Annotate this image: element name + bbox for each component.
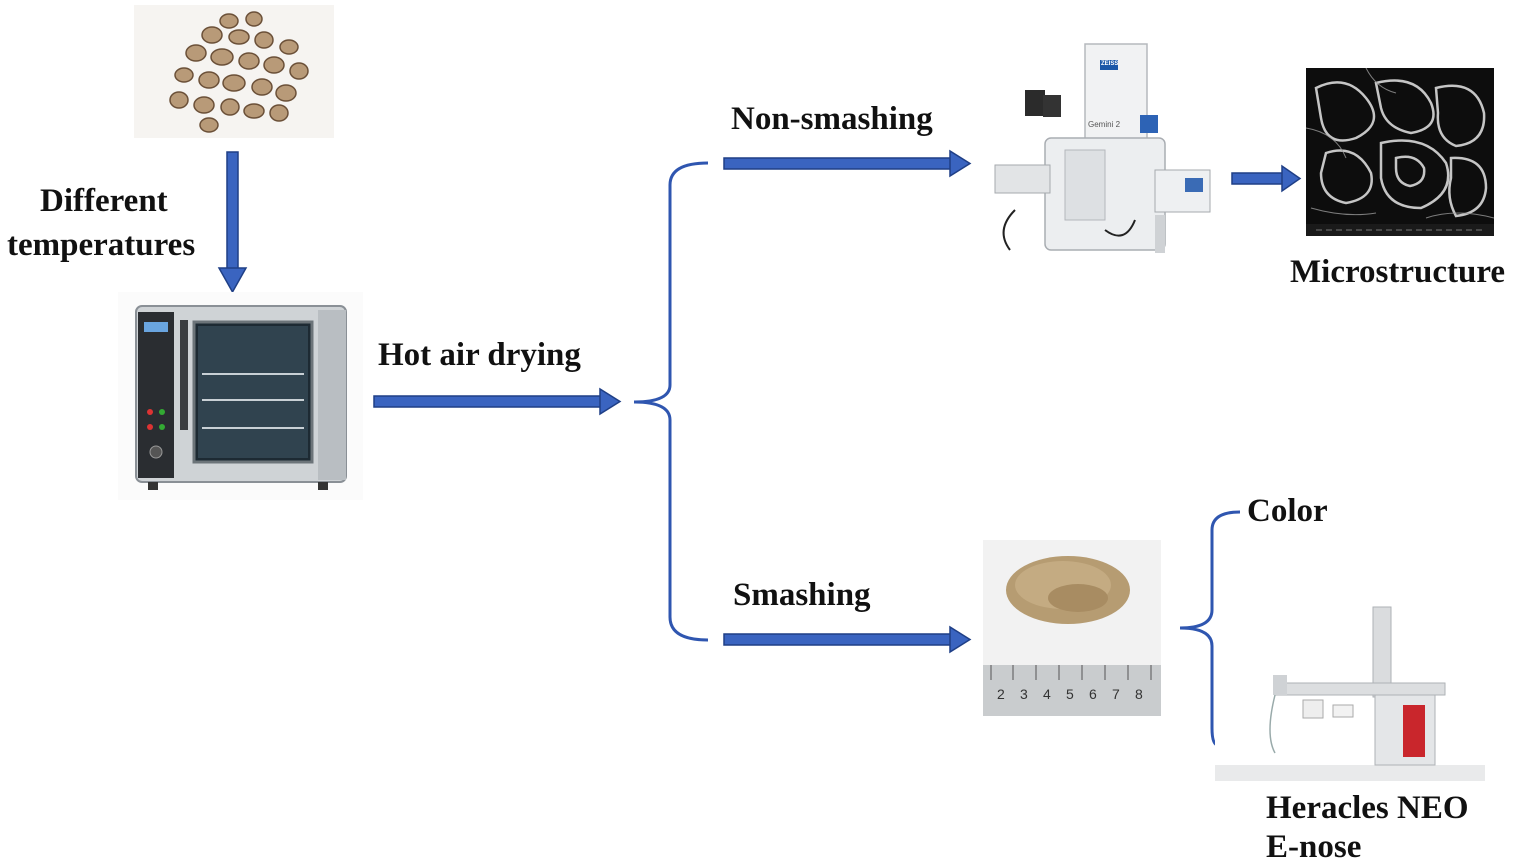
arrow-non-smashing <box>723 149 972 178</box>
label-different: Different <box>40 183 168 219</box>
ruler-number: 7 <box>1112 686 1120 702</box>
label-non-smashing: Non-smashing <box>731 101 933 137</box>
sem-instrument-photo: ZEISS Gemini 2 <box>985 40 1227 268</box>
enose-instrument-icon <box>1215 606 1485 781</box>
sem-model-text: Gemini 2 <box>1088 120 1121 129</box>
powder-pile-icon <box>983 556 1161 716</box>
sem-brand-text: ZEISS <box>1101 61 1119 67</box>
label-color: Color <box>1247 493 1328 529</box>
label-enose: E-nose <box>1266 829 1362 865</box>
ruler-number: 2 <box>997 686 1005 702</box>
arrow-smashing <box>723 625 972 654</box>
ruler-number: 3 <box>1020 686 1028 702</box>
oven-photo <box>118 292 363 500</box>
label-heracles-neo: Heracles NEO <box>1266 790 1469 826</box>
ruler-number: 8 <box>1135 686 1143 702</box>
herb-slices-photo <box>134 5 334 138</box>
label-hot-air-drying: Hot air drying <box>378 337 581 373</box>
bracket-analysis <box>1179 510 1241 747</box>
arrow-down-to-oven <box>217 151 248 294</box>
label-microstructure: Microstructure <box>1290 254 1506 290</box>
label-smashing: Smashing <box>733 577 871 613</box>
ruler-number: 4 <box>1043 686 1051 702</box>
microstructure-image <box>1305 67 1495 236</box>
ruler-number: 5 <box>1066 686 1074 702</box>
herb-slices-icon <box>169 11 309 133</box>
enose-instrument-photo <box>1215 605 1485 783</box>
sem-instrument-icon <box>994 43 1211 253</box>
bracket-branch <box>633 161 709 642</box>
arrow-hot-air-drying <box>373 387 622 416</box>
ruler-number: 6 <box>1089 686 1097 702</box>
powder-sample-photo: 2 3 4 5 6 7 8 <box>983 540 1161 716</box>
label-temperatures: temperatures <box>7 227 196 263</box>
oven-icon <box>135 305 347 490</box>
microstructure-pattern <box>1305 67 1495 236</box>
arrow-to-microstructure <box>1231 164 1302 193</box>
